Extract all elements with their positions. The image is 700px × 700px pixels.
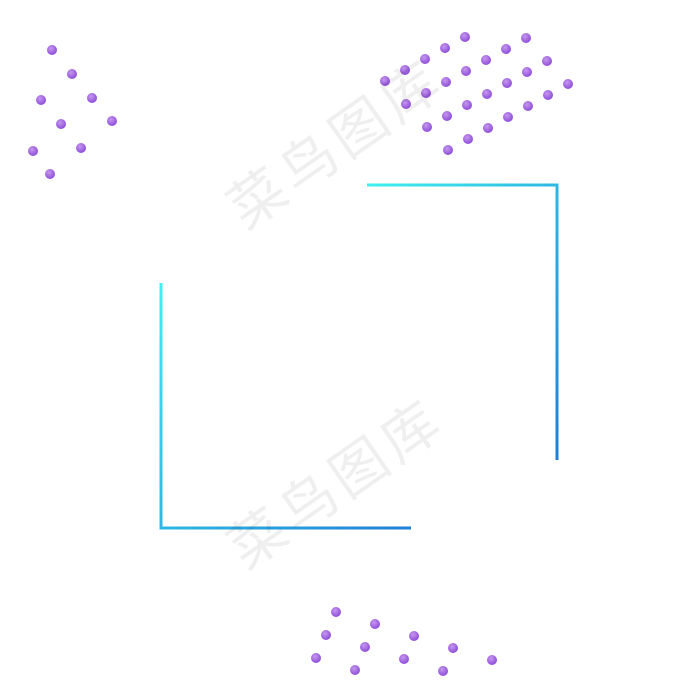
- dot: [460, 32, 470, 42]
- dot: [482, 89, 492, 99]
- dot: [350, 665, 360, 675]
- dot: [543, 90, 553, 100]
- dot: [487, 655, 497, 665]
- dot: [503, 112, 513, 122]
- dot: [321, 630, 331, 640]
- dot: [442, 111, 452, 121]
- dot: [47, 45, 57, 55]
- dot: [67, 69, 77, 79]
- dot: [409, 631, 419, 641]
- frame-bottom-left-bracket: [159, 283, 411, 530]
- dot: [331, 607, 341, 617]
- dot: [56, 119, 66, 129]
- dot: [522, 67, 532, 77]
- dot: [523, 101, 533, 111]
- dot: [399, 654, 409, 664]
- dot: [360, 642, 370, 652]
- dot: [441, 77, 451, 87]
- dot: [463, 134, 473, 144]
- stripe-lines-icon: [33, 452, 110, 611]
- dot: [563, 79, 573, 89]
- dot: [36, 95, 46, 105]
- dot-pattern-icon: [311, 607, 497, 676]
- dot: [521, 33, 531, 43]
- dot: [422, 122, 432, 132]
- dot: [438, 666, 448, 676]
- stripe-lines-icon: [596, 84, 665, 243]
- dot-pattern-icon: [28, 45, 117, 179]
- dot: [421, 88, 431, 98]
- dot: [87, 93, 97, 103]
- dot: [542, 56, 552, 66]
- dot: [483, 123, 493, 133]
- dot: [380, 76, 390, 86]
- dot: [481, 55, 491, 65]
- dot: [400, 65, 410, 75]
- dot: [28, 146, 38, 156]
- dot: [420, 54, 430, 64]
- dot: [370, 619, 380, 629]
- dot-pattern-icon: [380, 32, 573, 155]
- dot: [501, 44, 511, 54]
- dot: [448, 643, 458, 653]
- dot: [502, 78, 512, 88]
- dot: [461, 66, 471, 76]
- dot: [76, 143, 86, 153]
- dot: [443, 145, 453, 155]
- dot: [311, 653, 321, 663]
- frame-top-right-bracket: [367, 183, 559, 460]
- dot: [107, 116, 117, 126]
- dot: [462, 100, 472, 110]
- dot: [401, 99, 411, 109]
- dot: [45, 169, 55, 179]
- dot: [440, 43, 450, 53]
